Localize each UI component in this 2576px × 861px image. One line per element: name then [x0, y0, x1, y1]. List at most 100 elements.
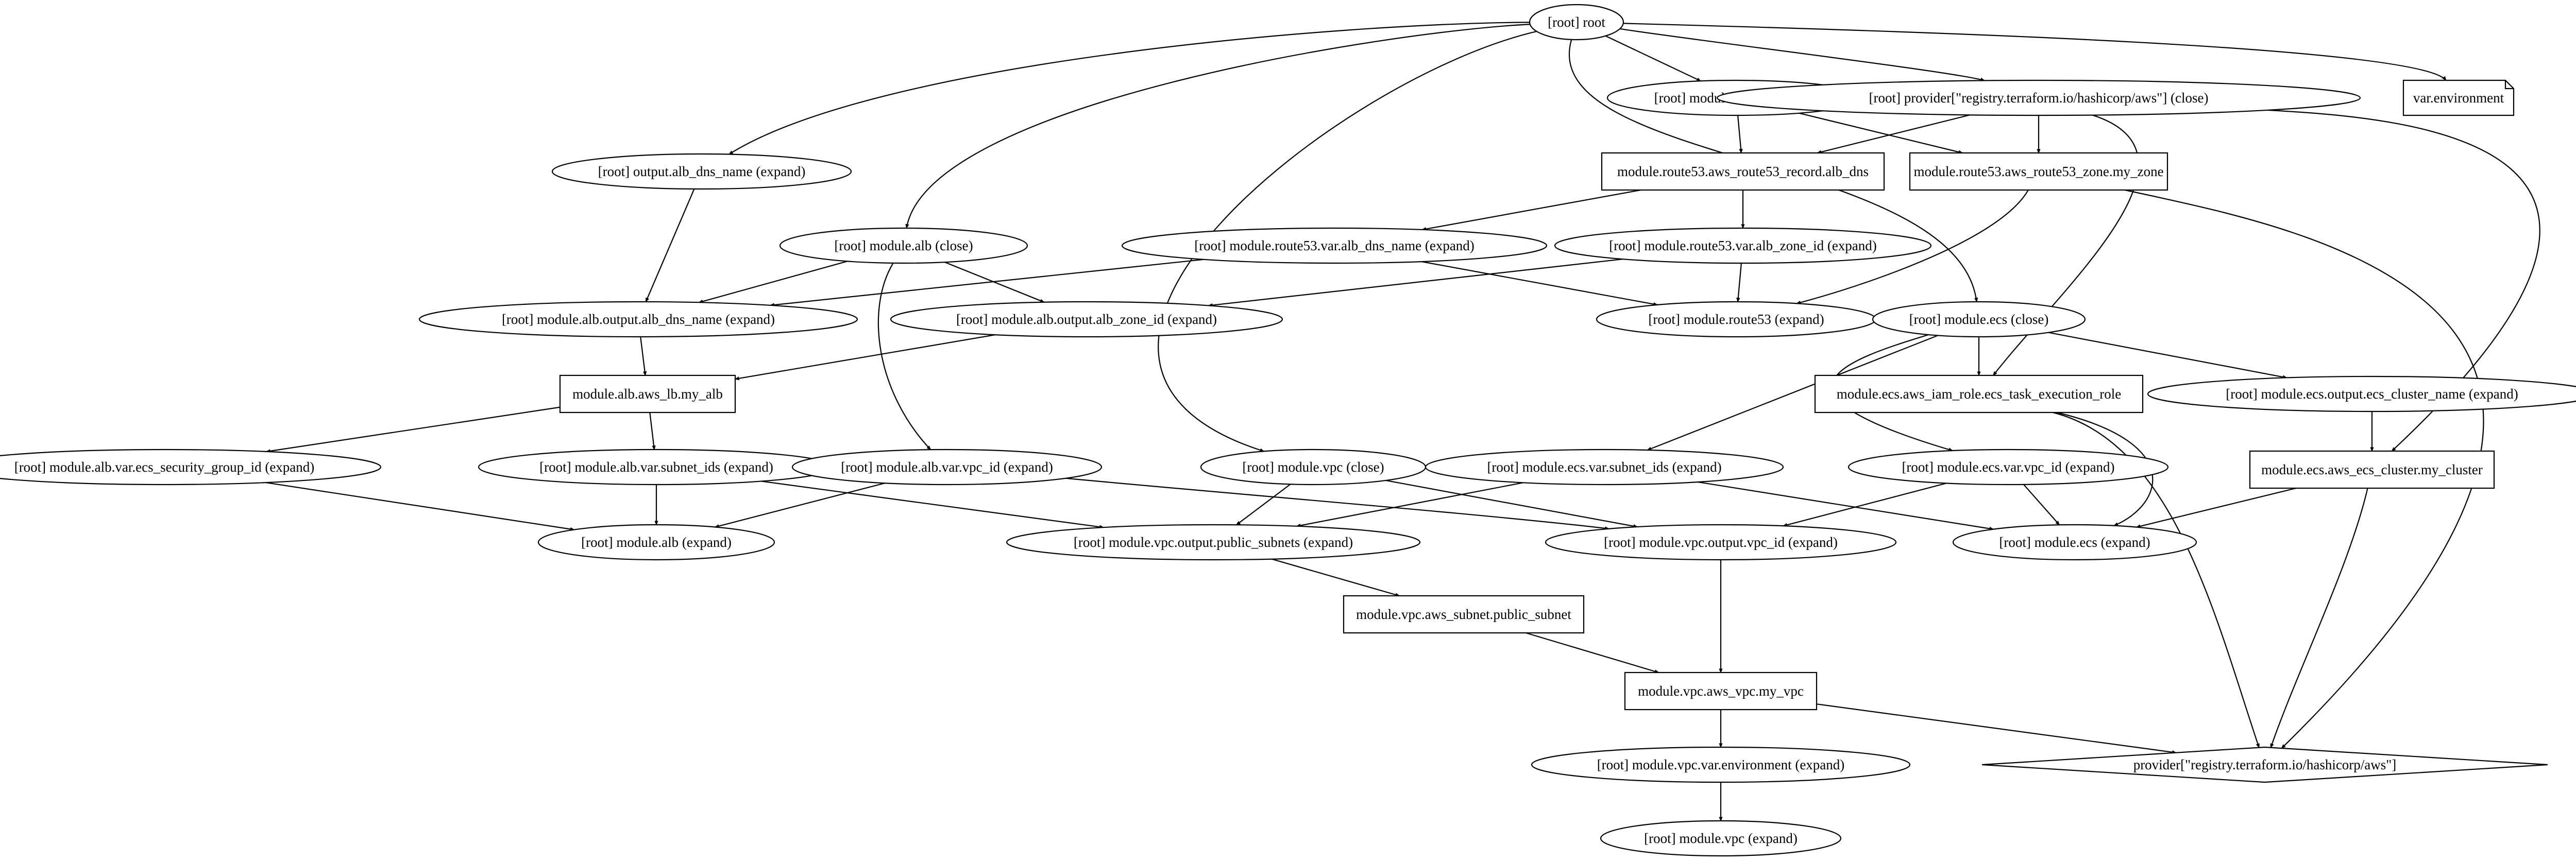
- edge-alb-out-zone-to-alb-lb: [735, 334, 996, 379]
- edge-layer: [265, 22, 2540, 821]
- node-ellipse: [1554, 227, 1932, 264]
- node-ellipse: [418, 301, 858, 338]
- node-label: [root] module.vpc (expand): [1644, 831, 1798, 846]
- edge-mod-vpc-close-to-vpc-out-vpc-id: [1385, 479, 1637, 527]
- node-ellipse: [1425, 449, 1784, 486]
- node-ellipse: [0, 449, 381, 486]
- edge-route53-record-to-route53-var-alb-dns: [1422, 189, 1641, 230]
- node-provider-close: [root] provider["registry.terraform.io/h…: [1716, 79, 2361, 116]
- node-label: module.ecs.aws_iam_role.ecs_task_executi…: [1837, 386, 2122, 402]
- edge-mod-vpc-close-to-vpc-out-subnets: [1236, 484, 1291, 525]
- node-label: module.vpc.aws_vpc.my_vpc: [1638, 683, 1804, 699]
- node-box: [1624, 671, 1818, 711]
- node-box: [1814, 374, 2144, 414]
- edge-route53-var-alb-dns-to-route53-expand: [1421, 261, 1657, 305]
- node-label: [root] module.ecs.var.subnet_ids (expand…: [1487, 459, 1721, 475]
- node-ellipse: [791, 449, 1103, 486]
- edge-alb-var-sg-to-alb-expand: [265, 481, 574, 530]
- edge-route53-var-alb-zone-to-alb-out-zone: [1209, 259, 1623, 305]
- node-ellipse: [1952, 524, 2197, 561]
- node-label: [root] module.ecs (expand): [1999, 535, 2150, 550]
- edge-ecs-var-vpc-to-ecs-expand: [2023, 484, 2059, 525]
- edge-root-to-mod-vpc-close: [1158, 30, 1537, 451]
- edge-alb-var-vpc-to-alb-expand: [715, 483, 885, 527]
- node-ellipse: [1545, 524, 1897, 561]
- node-route53-zone: module.route53.aws_route53_zone.my_zone: [1909, 152, 2168, 191]
- edge-alb-out-dns-to-alb-lb: [640, 336, 645, 375]
- node-alb-expand: [root] module.alb (expand): [537, 524, 775, 561]
- note-fold: [2504, 80, 2514, 90]
- node-box: [1601, 152, 1885, 191]
- node-alb-var-vpc: [root] module.alb.var.vpc_id (expand): [791, 449, 1103, 486]
- node-ellipse: [1531, 746, 1911, 783]
- edge-mod-ecs-close-to-ecs-var-subnets: [1648, 335, 1938, 451]
- node-var-environment: var.environment: [2402, 79, 2515, 116]
- node-ecs-var-vpc: [root] module.ecs.var.vpc_id (expand): [1848, 449, 2169, 486]
- edge-output-alb-dns-name-to-alb-out-dns: [645, 188, 695, 302]
- node-ellipse: [1600, 820, 1842, 857]
- node-ecs-var-subnets: [root] module.ecs.var.subnet_ids (expand…: [1425, 449, 1784, 486]
- node-vpc-subnet: module.vpc.aws_subnet.public_subnet: [1343, 595, 1585, 634]
- node-label: module.vpc.aws_subnet.public_subnet: [1356, 607, 1571, 622]
- edge-mod-route53-close-to-route53-record: [1737, 115, 1741, 153]
- node-vpc-out-subnets: [root] module.vpc.output.public_subnets …: [1006, 524, 1421, 561]
- node-ellipse: [1121, 227, 1548, 264]
- node-label: [root] module.vpc.var.environment (expan…: [1597, 757, 1845, 772]
- node-label: module.ecs.aws_ecs_cluster.my_cluster: [2261, 462, 2483, 477]
- node-vpc-expand: [root] module.vpc (expand): [1600, 820, 1842, 857]
- node-label: [root] module.vpc.output.vpc_id (expand): [1604, 535, 1838, 550]
- node-label: [root] root: [1548, 14, 1605, 30]
- node-ellipse: [1716, 79, 2361, 116]
- node-vpc-out-vpc-id: [root] module.vpc.output.vpc_id (expand): [1545, 524, 1897, 561]
- node-ellipse: [1006, 524, 1421, 561]
- edge-route53-var-alb-dns-to-alb-out-dns: [770, 259, 1204, 305]
- edge-alb-lb-to-alb-var-subnets: [649, 412, 654, 450]
- node-label: module.alb.aws_lb.my_alb: [572, 386, 723, 402]
- node-label: [root] module.vpc (close): [1242, 459, 1384, 475]
- edge-root-to-var-environment: [1623, 23, 2447, 80]
- edge-alb-lb-to-alb-var-sg: [266, 406, 561, 452]
- node-ellipse: [2147, 375, 2576, 412]
- node-box: [559, 374, 736, 414]
- node-ecs-iam-role: module.ecs.aws_iam_role.ecs_task_executi…: [1814, 374, 2144, 414]
- node-label: [root] module.alb.output.alb_zone_id (ex…: [956, 312, 1217, 327]
- edge-route53-zone-to-route53-expand: [1797, 190, 2029, 303]
- node-root: [root] root: [1529, 4, 1624, 41]
- node-box: [1909, 152, 2168, 191]
- node-label: [root] module.route53.var.alb_zone_id (e…: [1609, 238, 1877, 253]
- node-label: var.environment: [2413, 90, 2504, 106]
- node-alb-out-zone: [root] module.alb.output.alb_zone_id (ex…: [890, 301, 1283, 338]
- node-label: [root] module.ecs.output.ecs_cluster_nam…: [2226, 386, 2518, 402]
- node-note: [2402, 79, 2515, 116]
- edge-provider-close-to-ecs-cluster: [2267, 109, 2540, 451]
- node-label: module.route53.aws_route53_zone.my_zone: [1913, 164, 2163, 179]
- edge-ecs-var-subnets-to-vpc-out-subnets: [1297, 482, 1523, 526]
- node-label: [root] module.alb.var.vpc_id (expand): [841, 459, 1053, 475]
- node-alb-lb: module.alb.aws_lb.my_alb: [559, 374, 736, 414]
- edge-mod-alb-close-to-alb-out-dns: [699, 261, 848, 302]
- edge-mod-alb-close-to-alb-var-vpc: [877, 263, 930, 450]
- edge-mod-route53-close-to-route53-zone: [1799, 112, 1962, 153]
- node-label: [root] module.vpc.output.public_subnets …: [1074, 535, 1353, 550]
- edge-root-to-mod-alb-close: [907, 24, 1530, 228]
- edge-vpc-subnet-to-vpc-vpc: [1526, 632, 1659, 673]
- node-route53-record: module.route53.aws_route53_record.alb_dn…: [1601, 152, 1885, 191]
- edge-alb-var-subnets-to-vpc-out-subnets: [761, 480, 1103, 527]
- node-label: [root] module.alb.output.alb_dns_name (e…: [502, 312, 775, 327]
- node-box: [1343, 595, 1585, 634]
- node-label: [root] provider["registry.terraform.io/h…: [1869, 90, 2208, 106]
- edge-root-to-output-alb-dns-name: [729, 22, 1530, 155]
- edge-ecs-cluster-to-provider: [2270, 488, 2368, 748]
- node-label: [root] module.ecs.var.vpc_id (expand): [1902, 459, 2114, 475]
- node-provider: provider["registry.terraform.io/hashicor…: [1981, 746, 2548, 783]
- node-route53-var-alb-dns: [root] module.route53.var.alb_dns_name (…: [1121, 227, 1548, 264]
- edge-provider-close-to-route53-record: [1818, 114, 1970, 153]
- edge-root-to-mod-route53-close: [1605, 35, 1701, 82]
- node-route53-var-alb-zone: [root] module.route53.var.alb_zone_id (e…: [1554, 227, 1932, 264]
- node-layer: [root] root[root] module.route53 (close)…: [0, 4, 2576, 857]
- node-alb-var-subnets: [root] module.alb.var.subnet_ids (expand…: [478, 449, 835, 486]
- edge-vpc-out-subnets-to-vpc-subnet: [1271, 558, 1399, 596]
- node-vpc-var-env: [root] module.vpc.var.environment (expan…: [1531, 746, 1911, 783]
- node-label: [root] module.alb.var.subnet_ids (expand…: [539, 459, 773, 475]
- node-mod-vpc-close: [root] module.vpc (close): [1200, 449, 1427, 486]
